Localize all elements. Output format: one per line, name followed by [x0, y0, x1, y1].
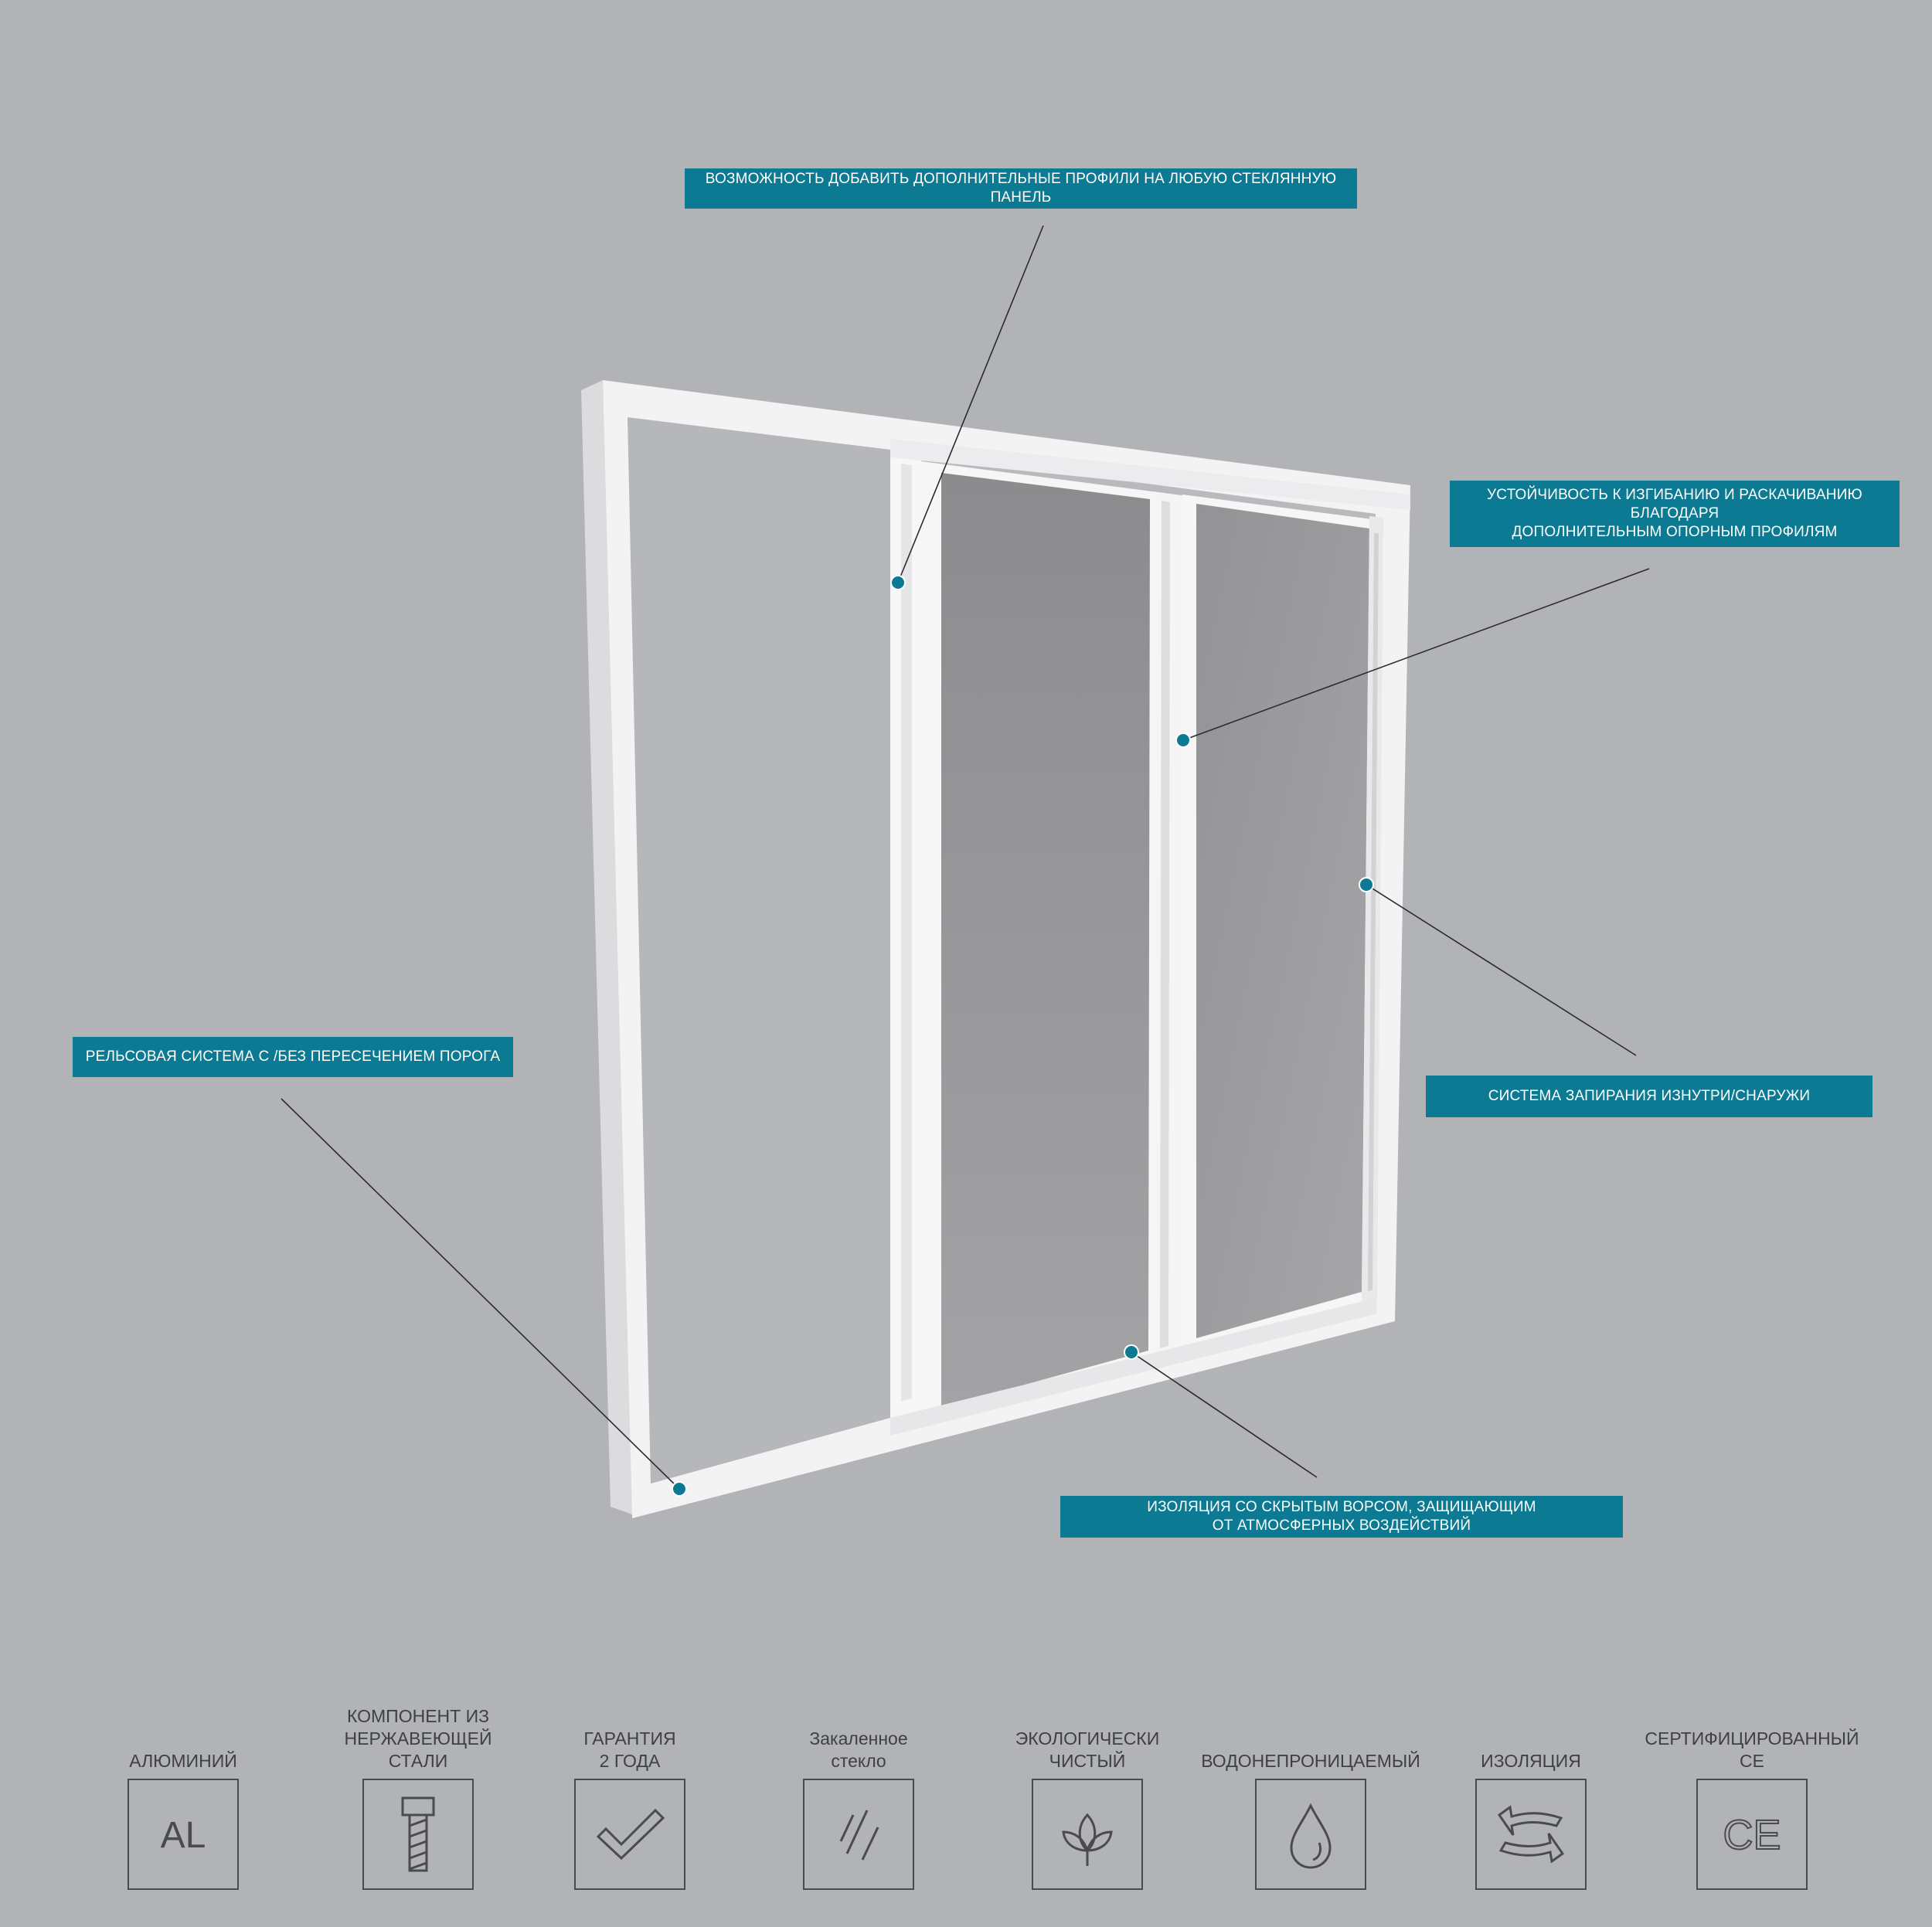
left-opening: [628, 417, 890, 1483]
callout-insulation: ИЗОЛЯЦИЯ СО СКРЫТЫМ ВОРСОМ, ЗАЩИЩАЮЩИМ О…: [1060, 1496, 1623, 1538]
water-drop-icon: [1255, 1779, 1366, 1890]
callout-dots: [672, 575, 1374, 1497]
top-rail: [890, 439, 1410, 510]
feature-tempered-glass: Закаленное стекло: [758, 1717, 959, 1890]
feature-label: СЕРТИФИЦИРОВАННЫЙ CE: [1645, 1728, 1859, 1771]
feature-label: ИЗОЛЯЦИЯ: [1481, 1751, 1581, 1771]
feature-ce-certified: СЕРТИФИЦИРОВАННЫЙ CE CE: [1645, 1717, 1859, 1890]
callout-stability: УСТОЙЧИВОСТЬ К ИЗГИБАНИЮ И РАСКАЧИВАНИЮ …: [1450, 481, 1900, 547]
sliding-profile-left-inner: [901, 464, 912, 1402]
ce-mark-text: CE: [1723, 1812, 1781, 1858]
ce-mark-icon: CE: [1696, 1779, 1808, 1890]
middle-panel-glass: [941, 473, 1150, 1408]
feature-label: ЭКОЛОГИЧЕСКИ ЧИСТЫЙ: [1015, 1728, 1160, 1771]
feature-aluminium: АЛЮМИНИЙ AL: [83, 1717, 284, 1890]
checkmark-icon: [574, 1779, 685, 1890]
bottom-rail: [890, 1298, 1377, 1436]
screw-icon: [362, 1779, 474, 1890]
leaf-icon: [1032, 1779, 1143, 1890]
feature-stainless-steel: КОМПОНЕНТ ИЗ НЕРЖАВЕЮЩЕЙ СТАЛИ: [318, 1706, 519, 1890]
callout-profiles: ВОЗМОЖНОСТЬ ДОБАВИТЬ ДОПОЛНИТЕЛЬНЫЕ ПРОФ…: [685, 168, 1357, 209]
feature-label: Закаленное стекло: [809, 1728, 908, 1771]
right-frame-rail-inner: [1368, 533, 1379, 1291]
feature-eco: ЭКОЛОГИЧЕСКИ ЧИСТЫЙ: [987, 1717, 1188, 1890]
glass-icon: [803, 1779, 914, 1890]
callout-locking: СИСТЕМА ЗАПИРАНИЯ ИЗНУТРИ/СНАРУЖИ: [1426, 1076, 1872, 1117]
feature-label: АЛЮМИНИЙ: [129, 1751, 237, 1771]
right-panel-glass: [1196, 504, 1369, 1338]
leader-lines: [281, 225, 1650, 1490]
feature-label: КОМПОНЕНТ ИЗ НЕРЖАВЕЮЩЕЙ СТАЛИ: [344, 1706, 492, 1771]
feature-waterproof: ВОДОНЕПРОНИЦАЕМЫЙ: [1201, 1717, 1420, 1890]
aluminium-icon: AL: [128, 1779, 239, 1890]
feature-label: ВОДОНЕПРОНИЦАЕМЫЙ: [1201, 1751, 1420, 1771]
aluminium-icon-text: AL: [161, 1815, 206, 1856]
insulation-arrows-icon: [1475, 1779, 1587, 1890]
feature-label: ГАРАНТИЯ 2 ГОДА: [583, 1728, 676, 1771]
callout-rail: РЕЛЬСОВАЯ СИСТЕМА С /БЕЗ ПЕРЕСЕЧЕНИЕМ ПО…: [73, 1037, 513, 1077]
feature-warranty: ГАРАНТИЯ 2 ГОДА: [529, 1717, 730, 1890]
feature-insulation: ИЗОЛЯЦИЯ: [1430, 1717, 1631, 1890]
middle-profile-inner: [1160, 501, 1170, 1348]
frame-side: [581, 380, 632, 1514]
